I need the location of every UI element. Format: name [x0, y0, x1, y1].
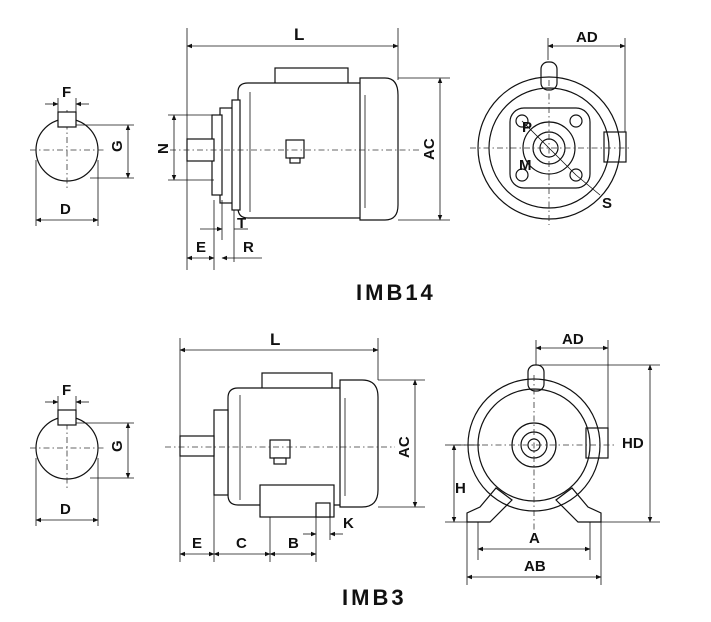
- imb14-label-g: G: [109, 140, 126, 152]
- imb3-label-e: E: [192, 535, 202, 552]
- imb14-label-f: F: [62, 84, 71, 101]
- imb14-label-r: R: [243, 239, 254, 256]
- imb3-label-c: C: [236, 535, 247, 552]
- imb3-label-a: A: [529, 530, 540, 547]
- imb14-label-ac: AC: [421, 138, 438, 160]
- imb3-title: IMB3: [342, 585, 407, 610]
- imb14-label-t: T: [237, 215, 246, 232]
- imb3-label-b: B: [288, 535, 299, 552]
- imb14-label-n: N: [155, 143, 172, 154]
- imb14-label-d: D: [60, 201, 71, 218]
- imb3-label-l: L: [270, 330, 280, 349]
- imb3-side-view: L AC E C B K: [165, 330, 425, 562]
- imb14-label-s: S: [602, 195, 612, 212]
- imb14-side-view: L N AC T E R: [155, 25, 450, 270]
- imb3-shaft-section: F G D: [30, 382, 134, 526]
- imb14-front-view: AD P M S: [470, 29, 630, 225]
- imb14-title: IMB14: [356, 280, 436, 305]
- imb3-label-h: H: [455, 480, 466, 497]
- imb3-label-d: D: [60, 501, 71, 518]
- imb3-label-f: F: [62, 382, 71, 399]
- imb14-label-ad: AD: [576, 29, 598, 46]
- imb14-shaft-section: F G D: [30, 84, 134, 226]
- imb3-label-k: K: [343, 515, 354, 532]
- imb14-label-e: E: [196, 239, 206, 256]
- imb14-label-p: P: [522, 119, 532, 136]
- imb14-label-m: M: [519, 157, 532, 174]
- imb3-label-hd: HD: [622, 435, 644, 452]
- imb3-label-ad: AD: [562, 331, 584, 348]
- imb3-label-ab: AB: [524, 558, 546, 575]
- imb3-front-view: AD HD H A AB: [445, 331, 660, 585]
- imb3-label-ac: AC: [396, 436, 413, 458]
- imb14-label-l: L: [294, 25, 304, 44]
- imb3-label-g: G: [109, 440, 126, 452]
